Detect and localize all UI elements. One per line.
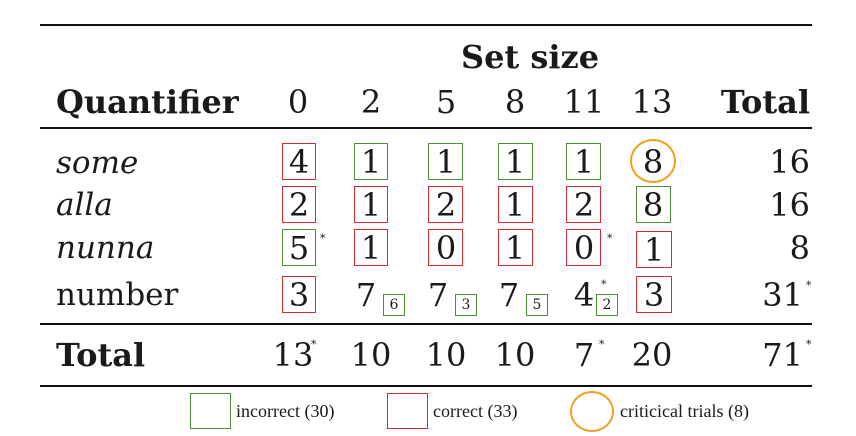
annotation-box: 2	[596, 294, 618, 316]
table-cell: 1	[504, 143, 526, 181]
table-cell: 7	[355, 276, 377, 314]
table-cell: 8	[642, 186, 664, 224]
correct-marker	[282, 143, 316, 180]
table-cell: 7	[498, 276, 520, 314]
asterisk: *	[311, 338, 317, 351]
table-cell: 1	[360, 143, 382, 181]
asterisk: *	[601, 278, 607, 291]
correct-marker	[428, 229, 463, 266]
legend-correct-swatch	[387, 393, 428, 429]
correct-marker	[636, 231, 672, 268]
table-cell: 1	[360, 186, 382, 224]
correct-marker	[498, 229, 533, 266]
table-cell: 4	[573, 276, 595, 314]
legend-incorrect-swatch	[190, 393, 231, 429]
legend-critical-label: criticical trials (8)	[620, 401, 749, 421]
table-cell: 7	[427, 276, 449, 314]
incorrect-marker	[498, 143, 533, 180]
annotation-box: 5	[526, 294, 548, 316]
table-cell: 2	[435, 186, 457, 224]
annotation-box: 3	[455, 294, 477, 316]
col-header-2: 2	[360, 83, 382, 121]
total-row-label: Total	[56, 336, 146, 374]
col-header-0: 0	[287, 83, 309, 121]
col-header-11: 11	[563, 83, 605, 121]
row-label-alla: alla	[56, 187, 113, 223]
legend-correct-label: correct (33)	[433, 401, 518, 421]
incorrect-marker	[354, 143, 388, 180]
asterisk: *	[599, 338, 605, 351]
table-cell: 2	[573, 186, 595, 224]
row-total-alla: 16	[769, 186, 810, 224]
row-total-nunna: 8	[789, 229, 810, 267]
incorrect-marker	[636, 186, 671, 223]
total-rule	[40, 323, 812, 325]
correct-marker	[428, 186, 463, 223]
incorrect-marker	[566, 143, 601, 180]
table-cell: 20	[631, 336, 673, 374]
table-cell: 1	[504, 186, 526, 224]
table-cell: 1	[643, 231, 665, 269]
table-top-rule	[40, 24, 812, 26]
table-cell: 1	[435, 143, 457, 181]
table-cell: 10	[350, 336, 392, 374]
table-cell: 1	[360, 229, 382, 267]
asterisk: *	[806, 279, 812, 292]
correct-marker	[566, 186, 601, 223]
row-total-some: 16	[769, 143, 810, 181]
table-cell: 10	[425, 336, 467, 374]
grand-total: 71	[762, 336, 803, 374]
legend-critical-swatch	[570, 391, 614, 432]
table-cell: 1	[573, 143, 595, 181]
correct-marker	[282, 276, 316, 313]
row-label-nunna: nunna	[56, 230, 155, 266]
row-label-number: number	[56, 277, 179, 313]
correct-marker	[282, 186, 316, 223]
table-cell: 8	[642, 143, 664, 181]
correct-marker	[636, 276, 672, 313]
correct-marker	[354, 229, 388, 266]
asterisk: *	[320, 232, 326, 245]
quantifier-header: Quantifier	[56, 83, 239, 121]
row-label-some: some	[56, 145, 139, 181]
set-size-header: Set size	[460, 38, 600, 76]
col-header-8: 8	[504, 83, 526, 121]
col-header-5: 5	[435, 83, 457, 121]
asterisk: *	[607, 232, 613, 245]
table-cell: 2	[288, 186, 310, 224]
table-cell: 4	[288, 143, 310, 181]
incorrect-marker	[282, 229, 316, 266]
total-header: Total	[720, 83, 810, 121]
header-rule	[40, 127, 812, 129]
critical-trial-marker	[630, 139, 676, 183]
correct-marker	[354, 186, 388, 223]
annotation-box: 6	[383, 294, 405, 316]
correct-marker	[566, 229, 601, 266]
table-cell: 5	[288, 229, 310, 267]
asterisk: *	[806, 338, 812, 351]
row-total-number: 31	[762, 276, 803, 314]
table-cell: 7	[573, 336, 595, 374]
table-cell: 0	[435, 229, 457, 267]
table-cell: 0	[573, 229, 595, 267]
table-cell: 10	[494, 336, 536, 374]
col-header-13: 13	[631, 83, 673, 121]
table-cell: 3	[288, 276, 310, 314]
legend-incorrect-label: incorrect (30)	[236, 401, 335, 421]
incorrect-marker	[428, 143, 463, 180]
table-cell: 13	[272, 336, 314, 374]
table-bottom-rule	[40, 385, 812, 387]
table-cell: 1	[504, 229, 526, 267]
table-cell: 3	[643, 276, 665, 314]
correct-marker	[498, 186, 533, 223]
